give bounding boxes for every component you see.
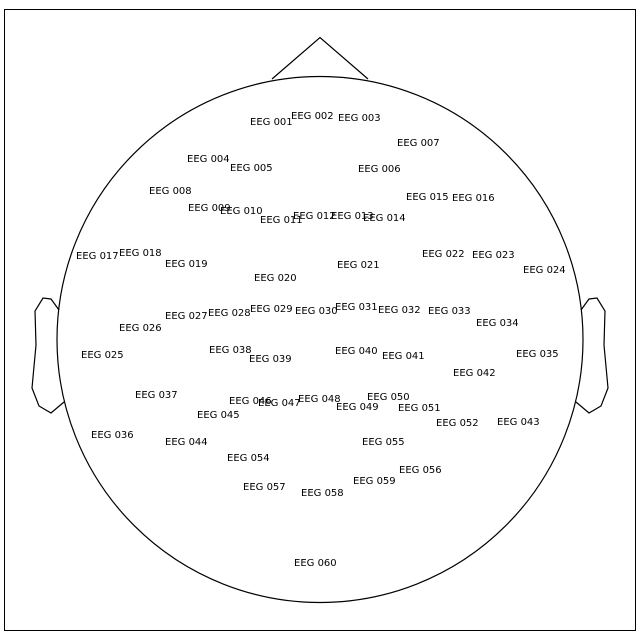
channel-label: EEG 057 — [243, 482, 286, 493]
channel-label: EEG 040 — [335, 346, 378, 357]
channel-label: EEG 037 — [135, 390, 178, 401]
channel-label: EEG 050 — [367, 392, 410, 403]
plot-frame — [4, 9, 636, 631]
channel-label: EEG 005 — [230, 163, 273, 174]
channel-label: EEG 008 — [149, 186, 192, 197]
channel-label: EEG 059 — [353, 476, 396, 487]
channel-label: EEG 045 — [197, 410, 240, 421]
channel-label: EEG 043 — [497, 417, 540, 428]
channel-label: EEG 020 — [254, 273, 297, 284]
channel-label: EEG 035 — [516, 349, 559, 360]
channel-label: EEG 060 — [294, 558, 337, 569]
channel-label: EEG 042 — [453, 368, 496, 379]
channel-label: EEG 001 — [250, 117, 293, 128]
channel-label: EEG 026 — [119, 323, 162, 334]
channel-label: EEG 025 — [81, 350, 124, 361]
channel-label: EEG 016 — [452, 193, 495, 204]
channel-label: EEG 021 — [337, 260, 380, 271]
channel-label: EEG 036 — [91, 430, 134, 441]
channel-label: EEG 006 — [358, 164, 401, 175]
channel-label: EEG 047 — [258, 398, 301, 409]
channel-label: EEG 023 — [472, 250, 515, 261]
channel-label: EEG 013 — [331, 211, 374, 222]
channel-label: EEG 010 — [220, 206, 263, 217]
channel-label: EEG 018 — [119, 248, 162, 259]
channel-label: EEG 032 — [378, 305, 421, 316]
channel-label: EEG 051 — [398, 403, 441, 414]
channel-label: EEG 056 — [399, 465, 442, 476]
channel-label: EEG 028 — [208, 308, 251, 319]
channel-label: EEG 007 — [397, 138, 440, 149]
channel-label: EEG 002 — [291, 111, 334, 122]
channel-label: EEG 046 — [229, 396, 272, 407]
channel-label: EEG 044 — [165, 437, 208, 448]
channel-label: EEG 038 — [209, 345, 252, 356]
channel-label: EEG 054 — [227, 453, 270, 464]
channel-label: EEG 014 — [363, 213, 406, 224]
channel-label: EEG 017 — [76, 251, 119, 262]
channel-label: EEG 031 — [335, 302, 378, 313]
channel-label: EEG 024 — [523, 265, 566, 276]
channel-label: EEG 004 — [187, 154, 230, 165]
channel-label: EEG 052 — [436, 418, 479, 429]
channel-label: EEG 019 — [165, 259, 208, 270]
channel-label: EEG 027 — [165, 311, 208, 322]
channel-label: EEG 030 — [295, 306, 338, 317]
channel-label: EEG 009 — [188, 203, 231, 214]
channel-label: EEG 048 — [298, 394, 341, 405]
channel-label: EEG 055 — [362, 437, 405, 448]
head-outline — [56, 75, 584, 604]
channel-label: EEG 049 — [336, 402, 379, 413]
channel-label: EEG 003 — [338, 113, 381, 124]
channel-label: EEG 039 — [249, 354, 292, 365]
left-ear-outline — [31, 297, 65, 414]
channel-label: EEG 012 — [293, 211, 336, 222]
channel-label: EEG 033 — [428, 306, 471, 317]
channel-label: EEG 041 — [382, 351, 425, 362]
channel-label: EEG 034 — [476, 318, 519, 329]
channel-label: EEG 058 — [301, 488, 344, 499]
channel-label: EEG 011 — [260, 215, 303, 226]
channel-label: EEG 015 — [406, 192, 449, 203]
nose-outline — [271, 36, 369, 80]
channel-label: EEG 022 — [422, 249, 465, 260]
right-ear-outline — [575, 297, 609, 414]
channel-label: EEG 029 — [250, 304, 293, 315]
